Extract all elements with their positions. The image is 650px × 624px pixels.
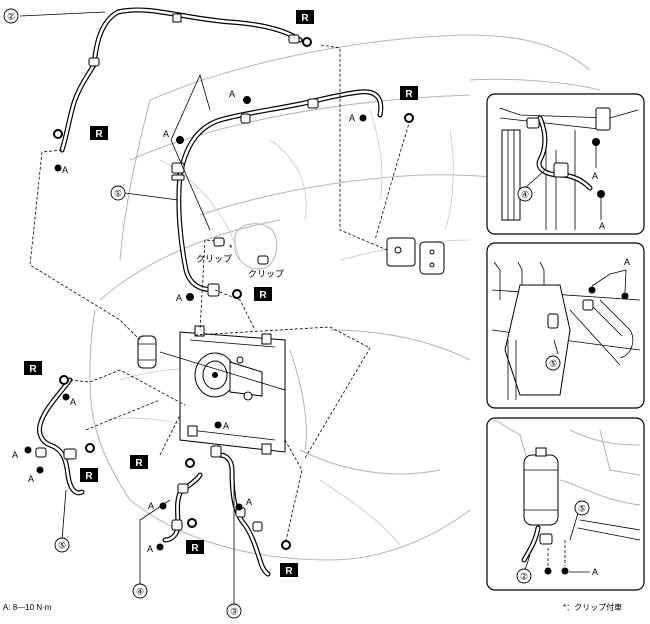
torque-label-a: A bbox=[624, 257, 630, 267]
part-number-3: ③ bbox=[226, 603, 242, 619]
torque-label-a: A bbox=[12, 450, 18, 460]
svg-text:③: ③ bbox=[230, 607, 238, 617]
svg-text:④: ④ bbox=[136, 587, 144, 597]
reseal-badge: R bbox=[186, 540, 204, 554]
pipe-5 bbox=[35, 377, 85, 496]
torque-label-a: A bbox=[148, 501, 154, 511]
clip-label: クリップ bbox=[196, 254, 232, 264]
clip-labels: * クリップ クリップ bbox=[196, 237, 284, 279]
reseal-badge: R bbox=[130, 455, 148, 469]
torque-label-a: A bbox=[246, 497, 252, 507]
torque-label-a: A bbox=[163, 129, 169, 139]
clip-label: クリップ bbox=[248, 269, 284, 279]
svg-text:⑤: ⑤ bbox=[578, 504, 586, 514]
torque-label-a: A bbox=[147, 544, 153, 554]
svg-text:R: R bbox=[405, 89, 413, 100]
svg-text:R: R bbox=[95, 129, 103, 140]
svg-text:R: R bbox=[259, 290, 267, 301]
pipe-1 bbox=[171, 89, 384, 297]
torque-label-a: A bbox=[62, 165, 68, 175]
pipe-4 bbox=[162, 472, 203, 543]
torque-label-a: A bbox=[599, 221, 605, 231]
vehicle-body-outline bbox=[89, 34, 601, 561]
inset-detail-4: A A ④ bbox=[486, 93, 645, 235]
torque-label-a: A bbox=[229, 89, 235, 99]
torque-labels: A A A A A A A A A A A A bbox=[12, 89, 355, 554]
inset-detail-2: A ⑤ ② bbox=[486, 417, 645, 591]
part-number-5: ⑤ bbox=[54, 537, 70, 553]
reseal-badge: R bbox=[296, 10, 314, 24]
torque-label-a: A bbox=[70, 397, 76, 407]
svg-text:②: ② bbox=[520, 572, 528, 582]
torque-label-a: A bbox=[592, 567, 598, 577]
part-number-1: ① bbox=[110, 185, 126, 201]
svg-text:②: ② bbox=[7, 12, 15, 22]
torque-label-a: A bbox=[28, 474, 34, 484]
receiver-drier bbox=[137, 335, 157, 369]
part-number-2: ② bbox=[3, 8, 19, 24]
reseal-badge: R bbox=[280, 563, 298, 577]
svg-text:④: ④ bbox=[521, 190, 529, 200]
reseal-badge: R bbox=[24, 361, 42, 375]
svg-text:R: R bbox=[29, 364, 37, 375]
pipe-2 bbox=[59, 7, 303, 153]
callout-leaders bbox=[19, 11, 235, 610]
svg-text:R: R bbox=[191, 543, 199, 554]
reseal-badge: R bbox=[80, 468, 98, 482]
dashed-guides bbox=[29, 44, 411, 546]
svg-text:R: R bbox=[135, 458, 143, 469]
torque-label-a: A bbox=[349, 113, 355, 123]
torque-label-a: A bbox=[176, 293, 182, 303]
clip-footnote: *：クリップ付車 bbox=[563, 602, 622, 612]
svg-text:⑤: ⑤ bbox=[549, 359, 557, 369]
inset-detail-5: A ⑤ bbox=[486, 242, 645, 409]
svg-text:R: R bbox=[301, 13, 309, 24]
svg-text:R: R bbox=[85, 471, 93, 482]
torque-label-a: A bbox=[223, 421, 229, 431]
part-number-4: ④ bbox=[132, 583, 148, 599]
svg-text:⑤: ⑤ bbox=[58, 541, 66, 551]
ac-compressor bbox=[194, 352, 263, 401]
reseal-badge: R bbox=[400, 86, 418, 100]
bolt-markers bbox=[24, 96, 367, 551]
leader-condenser bbox=[159, 351, 286, 391]
o-rings bbox=[53, 37, 414, 550]
dashed-guide-condenser bbox=[194, 326, 371, 459]
clip-asterisk: * bbox=[229, 243, 233, 253]
svg-text:R: R bbox=[285, 566, 293, 577]
svg-text:①: ① bbox=[114, 189, 122, 199]
reseal-badge: R bbox=[90, 126, 108, 140]
torque-label-a: A bbox=[592, 171, 598, 181]
torque-spec-note: A: 8—10 N·m bbox=[3, 603, 52, 612]
reseal-badge: R bbox=[254, 287, 272, 301]
